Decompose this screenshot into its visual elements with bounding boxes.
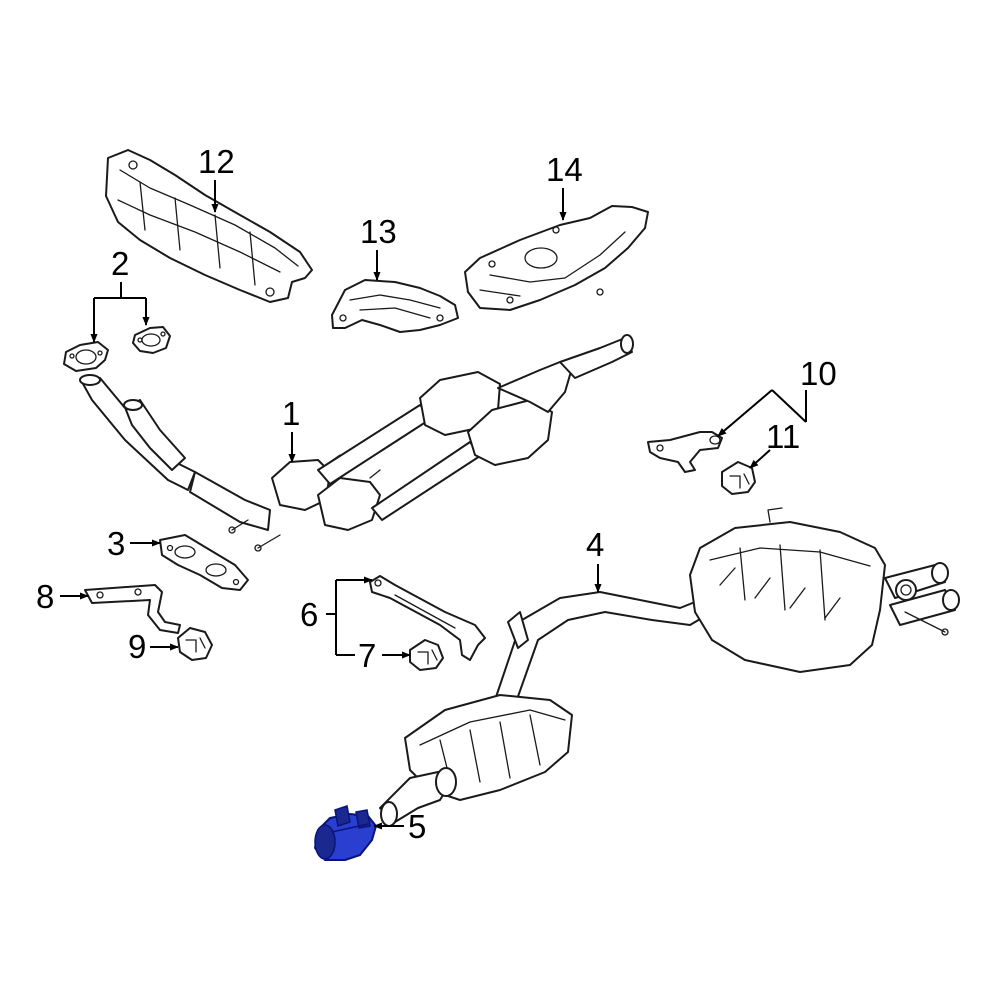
callout-5: 5 [408,808,426,845]
callout-13: 13 [360,213,397,250]
callout-10-group: 10 [717,355,837,437]
leader-line-11 [749,449,771,469]
part-13-heat-shield[interactable] [331,279,459,333]
part-12-heat-shield[interactable] [105,149,313,303]
callout-11-group: 11 [749,418,800,469]
part-5-exhaust-clamp-highlighted[interactable] [314,805,377,861]
part-8-bracket[interactable] [84,584,181,634]
callout-3: 3 [107,525,125,562]
part-14-heat-shield[interactable] [464,205,649,311]
part-7-rubber-hanger[interactable] [409,639,444,671]
callout-5-group: 5 [373,808,426,845]
part-4-muffler-assembly[interactable] [379,507,960,827]
callout-1-group: 1 [282,395,300,463]
callout-8: 8 [36,578,54,615]
part-2-gasket-left[interactable] [63,341,109,372]
part-1-front-pipe-catalytic-converter[interactable] [79,334,634,552]
callout-14: 14 [546,151,583,188]
callout-10: 10 [800,355,837,392]
part-3-flange-gasket[interactable] [159,534,249,591]
part-9-rubber-hanger[interactable] [177,627,213,661]
callout-11: 11 [766,418,800,455]
part-2-gasket-right[interactable] [132,326,171,354]
callout-6-group: 6 [300,576,373,655]
callout-4: 4 [586,526,604,563]
callout-12: 12 [198,143,235,180]
callout-9: 9 [128,628,146,665]
callout-8-group: 8 [36,578,89,615]
callout-2-group: 2 [90,245,150,343]
callout-7-group: 7 [336,637,411,674]
callout-4-group: 4 [586,526,604,593]
leader-line-6 [326,580,337,655]
part-6-bracket[interactable] [369,575,486,661]
leader-line-2 [94,282,146,299]
leader-line-10 [771,389,807,423]
callout-12-group: 12 [198,143,235,213]
part-11-rubber-hanger[interactable] [721,461,756,495]
callout-2: 2 [111,245,129,282]
part-10-bracket[interactable] [647,431,723,473]
callout-13-group: 13 [360,213,397,281]
callout-3-group: 3 [107,525,161,562]
callout-14-group: 14 [546,151,583,221]
callout-6: 6 [300,596,318,633]
callout-1: 1 [282,395,300,432]
callout-7: 7 [358,637,376,674]
callout-9-group: 9 [128,628,179,665]
